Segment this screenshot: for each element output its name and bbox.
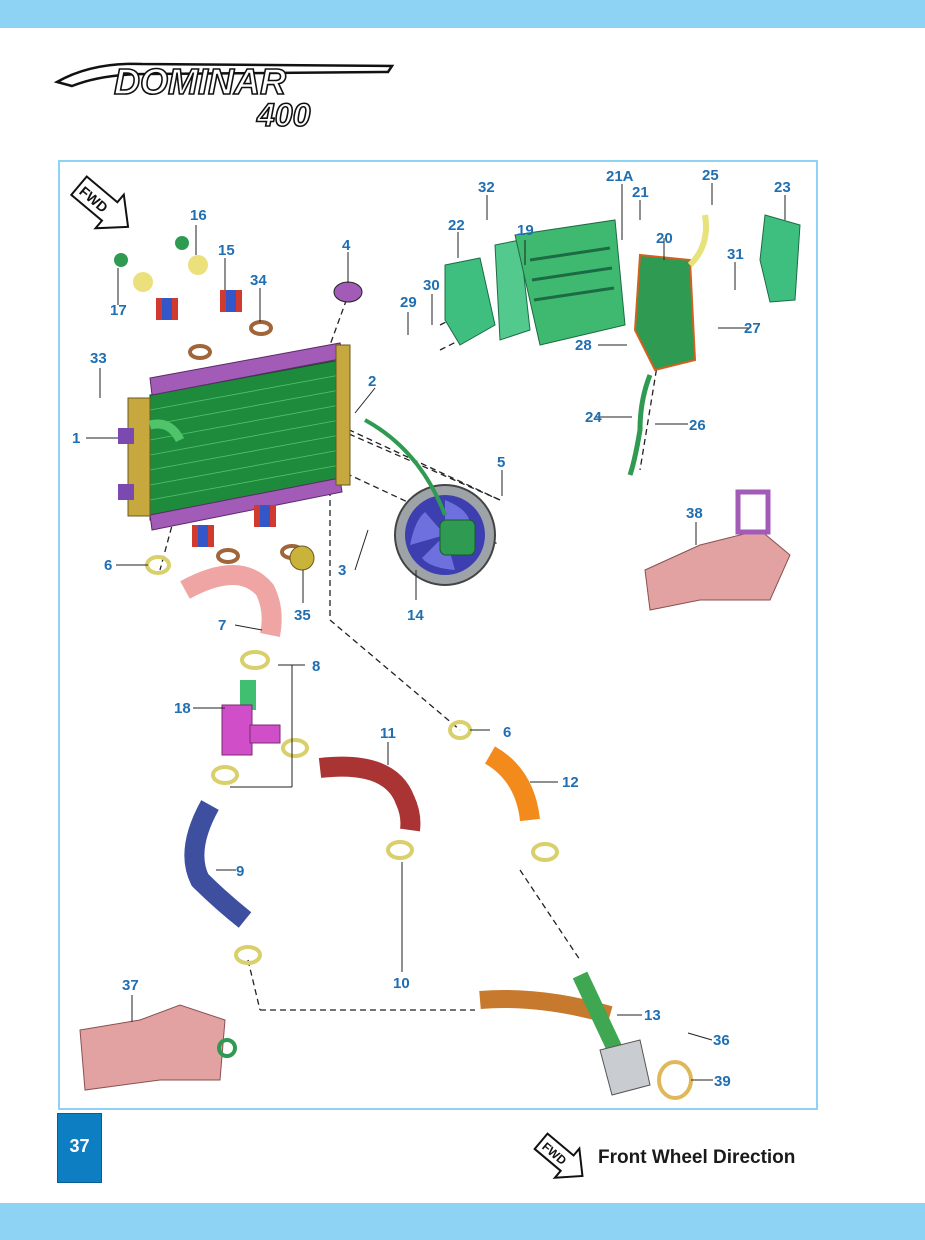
label-34: 34 bbox=[250, 272, 267, 289]
label-33: 33 bbox=[90, 350, 107, 367]
fwd-arrow-icon: FWD bbox=[69, 175, 130, 230]
diagram-frame bbox=[58, 160, 818, 1110]
sealing-ring bbox=[657, 1060, 693, 1100]
hose-clamps bbox=[145, 555, 559, 965]
reservoir-hose bbox=[627, 374, 653, 476]
label-23: 23 bbox=[774, 179, 791, 196]
bracket-38 bbox=[644, 489, 791, 611]
hose-blue bbox=[184, 800, 252, 928]
label-10: 10 bbox=[393, 975, 410, 992]
part-labels: 1 2 3 4 5 6 6 7 8 9 10 11 12 13 14 15 16… bbox=[72, 167, 791, 1090]
coolant-reservoir bbox=[633, 253, 697, 372]
radiator-mount-bracket bbox=[514, 219, 626, 346]
label-6b: 6 bbox=[503, 724, 511, 741]
label-16: 16 bbox=[190, 207, 207, 224]
label-11: 11 bbox=[380, 725, 396, 742]
label-12: 12 bbox=[562, 774, 579, 791]
label-20: 20 bbox=[656, 230, 673, 247]
cooling-fan bbox=[364, 418, 496, 586]
label-5: 5 bbox=[497, 454, 505, 471]
page-number-box: 37 bbox=[57, 1113, 102, 1183]
top-band bbox=[0, 0, 925, 28]
label-22: 22 bbox=[448, 217, 465, 234]
shroud-left bbox=[444, 257, 496, 346]
bottom-band bbox=[0, 1203, 925, 1240]
label-15: 15 bbox=[218, 242, 235, 259]
hose-red bbox=[318, 756, 421, 832]
leader-lines bbox=[86, 183, 786, 1081]
logo-variant-text: 400 bbox=[256, 97, 311, 132]
label-8: 8 bbox=[312, 658, 320, 675]
label-26: 26 bbox=[689, 417, 706, 434]
label-36: 36 bbox=[713, 1032, 730, 1049]
label-30: 30 bbox=[423, 277, 440, 294]
label-38: 38 bbox=[686, 505, 703, 522]
shroud-right bbox=[759, 214, 801, 303]
label-25: 25 bbox=[702, 167, 719, 184]
legend-text: Front Wheel Direction bbox=[598, 1147, 796, 1168]
label-19: 19 bbox=[517, 222, 534, 239]
label-17: 17 bbox=[110, 302, 127, 319]
label-29: 29 bbox=[400, 294, 417, 311]
label-3: 3 bbox=[338, 562, 346, 579]
label-28: 28 bbox=[575, 337, 592, 354]
water-pump-pipe bbox=[479, 971, 651, 1096]
drain-plugs bbox=[114, 236, 315, 571]
label-9: 9 bbox=[236, 863, 244, 880]
reservoir-breather-hose bbox=[687, 214, 709, 268]
label-13: 13 bbox=[644, 1007, 661, 1024]
thermostat-tee bbox=[221, 680, 281, 756]
label-39: 39 bbox=[714, 1073, 731, 1090]
label-18: 18 bbox=[174, 700, 191, 717]
label-6a: 6 bbox=[104, 557, 112, 574]
fwd-legend-arrow-icon: FWD bbox=[533, 1132, 584, 1179]
dominar-400-logo: DOMINAR 400 bbox=[53, 60, 395, 132]
label-35: 35 bbox=[294, 607, 311, 624]
label-4: 4 bbox=[342, 237, 351, 254]
label-14: 14 bbox=[407, 607, 424, 624]
label-21a: 21A bbox=[606, 168, 634, 185]
label-2: 2 bbox=[368, 373, 376, 390]
label-37: 37 bbox=[122, 977, 139, 994]
page-number: 37 bbox=[69, 1136, 90, 1156]
bracket-37 bbox=[79, 1004, 237, 1091]
radiator-cap bbox=[333, 281, 363, 303]
hose-orange bbox=[484, 746, 540, 822]
label-21: 21 bbox=[632, 184, 649, 201]
label-31: 31 bbox=[727, 246, 744, 263]
label-7: 7 bbox=[218, 617, 226, 634]
radiator bbox=[118, 342, 351, 531]
shroud-panel bbox=[494, 239, 531, 341]
logo-model-text: DOMINAR bbox=[114, 61, 286, 102]
label-32: 32 bbox=[478, 179, 495, 196]
label-24: 24 bbox=[585, 409, 602, 426]
label-1: 1 bbox=[72, 430, 80, 447]
label-27: 27 bbox=[744, 320, 761, 337]
hose-upper-pink bbox=[180, 565, 282, 637]
